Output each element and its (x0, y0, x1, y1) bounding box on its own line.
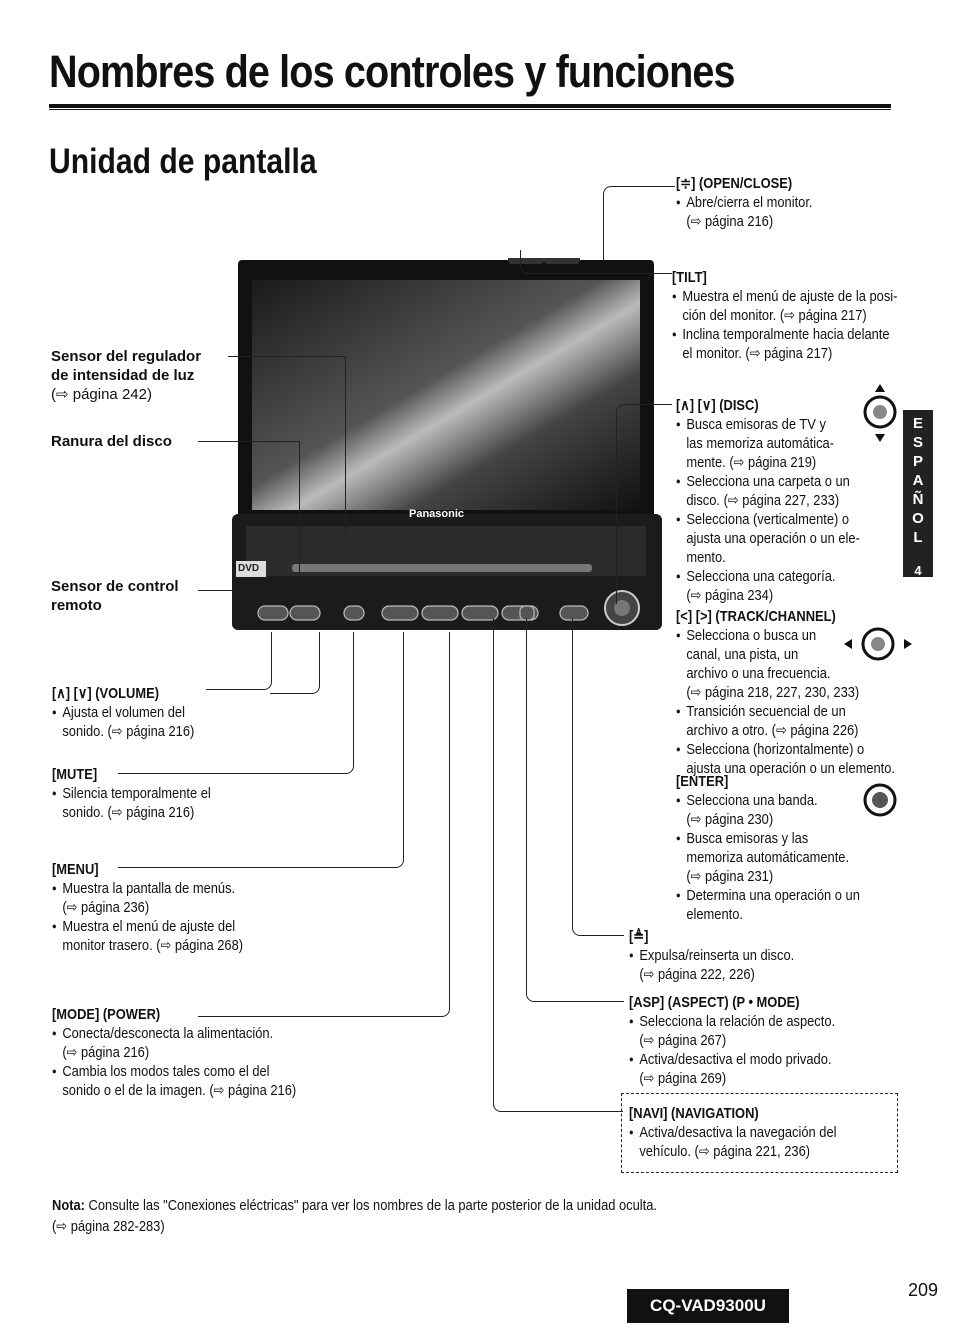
navi-dashed-box (621, 1093, 898, 1173)
leader-line (206, 632, 272, 690)
footnote: Nota: Consulte las "Conexiones eléctrica… (52, 1197, 658, 1235)
leader-line (526, 618, 624, 1002)
block-volume: [∧] [∨] (VOLUME) Ajusta el volumen del s… (52, 684, 194, 741)
dial-enter-icon (863, 783, 897, 817)
leader-line (345, 356, 346, 536)
leader-line (228, 356, 346, 357)
label-sensor-remoto: Sensor de control remoto (51, 578, 179, 614)
leader-line (616, 404, 672, 604)
leader-line (493, 618, 623, 1112)
block-menu: [MENU] Muestra la pantalla de menús. (⇨ … (52, 860, 243, 955)
monitor-screen (252, 280, 640, 510)
block-open-close: [≑] (OPEN/CLOSE) Abre/cierra el monitor.… (676, 174, 813, 231)
block-tilt: [TILT] Muestra el menú de ajuste de la p… (672, 268, 897, 363)
model-badge: CQ-VAD9300U (627, 1289, 789, 1323)
section-subtitle: Unidad de pantalla (49, 142, 317, 181)
leader-line (299, 441, 300, 581)
block-disc: [∧] [∨] (DISC) Busca emisoras de TV y la… (676, 396, 860, 605)
block-mute: [MUTE] Silencia temporalmente el sonido.… (52, 765, 211, 822)
leader-line (603, 186, 675, 260)
leader-line (198, 632, 450, 1017)
block-navi: [NAVI] (NAVIGATION) Activa/desactiva la … (629, 1104, 837, 1161)
block-track-channel: [<] [>] (TRACK/CHANNEL) Selecciona o bus… (676, 607, 895, 778)
block-aspect: [ASP] (ASPECT) (P • MODE) Selecciona la … (629, 993, 835, 1088)
block-mode-power: [MODE] (POWER) Conecta/desconecta la ali… (52, 1005, 296, 1100)
language-side-tab: E S P A Ñ O L 4 (903, 410, 933, 578)
dial-updown-icon (863, 384, 897, 442)
label-ranura-disco: Ranura del disco (51, 433, 172, 450)
leader-line (270, 632, 320, 694)
leader-line (520, 250, 672, 274)
title-rule (49, 104, 891, 110)
disc-slot (292, 564, 592, 572)
leader-line (572, 618, 624, 936)
dvd-logo: DVD (236, 563, 262, 574)
brand-logo: Panasonic (409, 508, 465, 520)
leader-line (118, 632, 404, 868)
dial-leftright-icon (844, 627, 912, 661)
label-sensor-regulador: Sensor del regulador de intensidad de lu… (51, 348, 202, 403)
display-unit-illustration (232, 258, 662, 630)
block-eject: [≜] Expulsa/reinserta un disco. (⇨ págin… (629, 927, 794, 984)
page-number: 209 (908, 1280, 939, 1300)
leader-line (198, 441, 300, 442)
block-enter: [ENTER] Selecciona una banda. (⇨ página … (676, 772, 860, 924)
leader-line (198, 590, 298, 591)
page-title: Nombres de los controles y funciones (49, 46, 736, 97)
leader-line (118, 632, 354, 774)
